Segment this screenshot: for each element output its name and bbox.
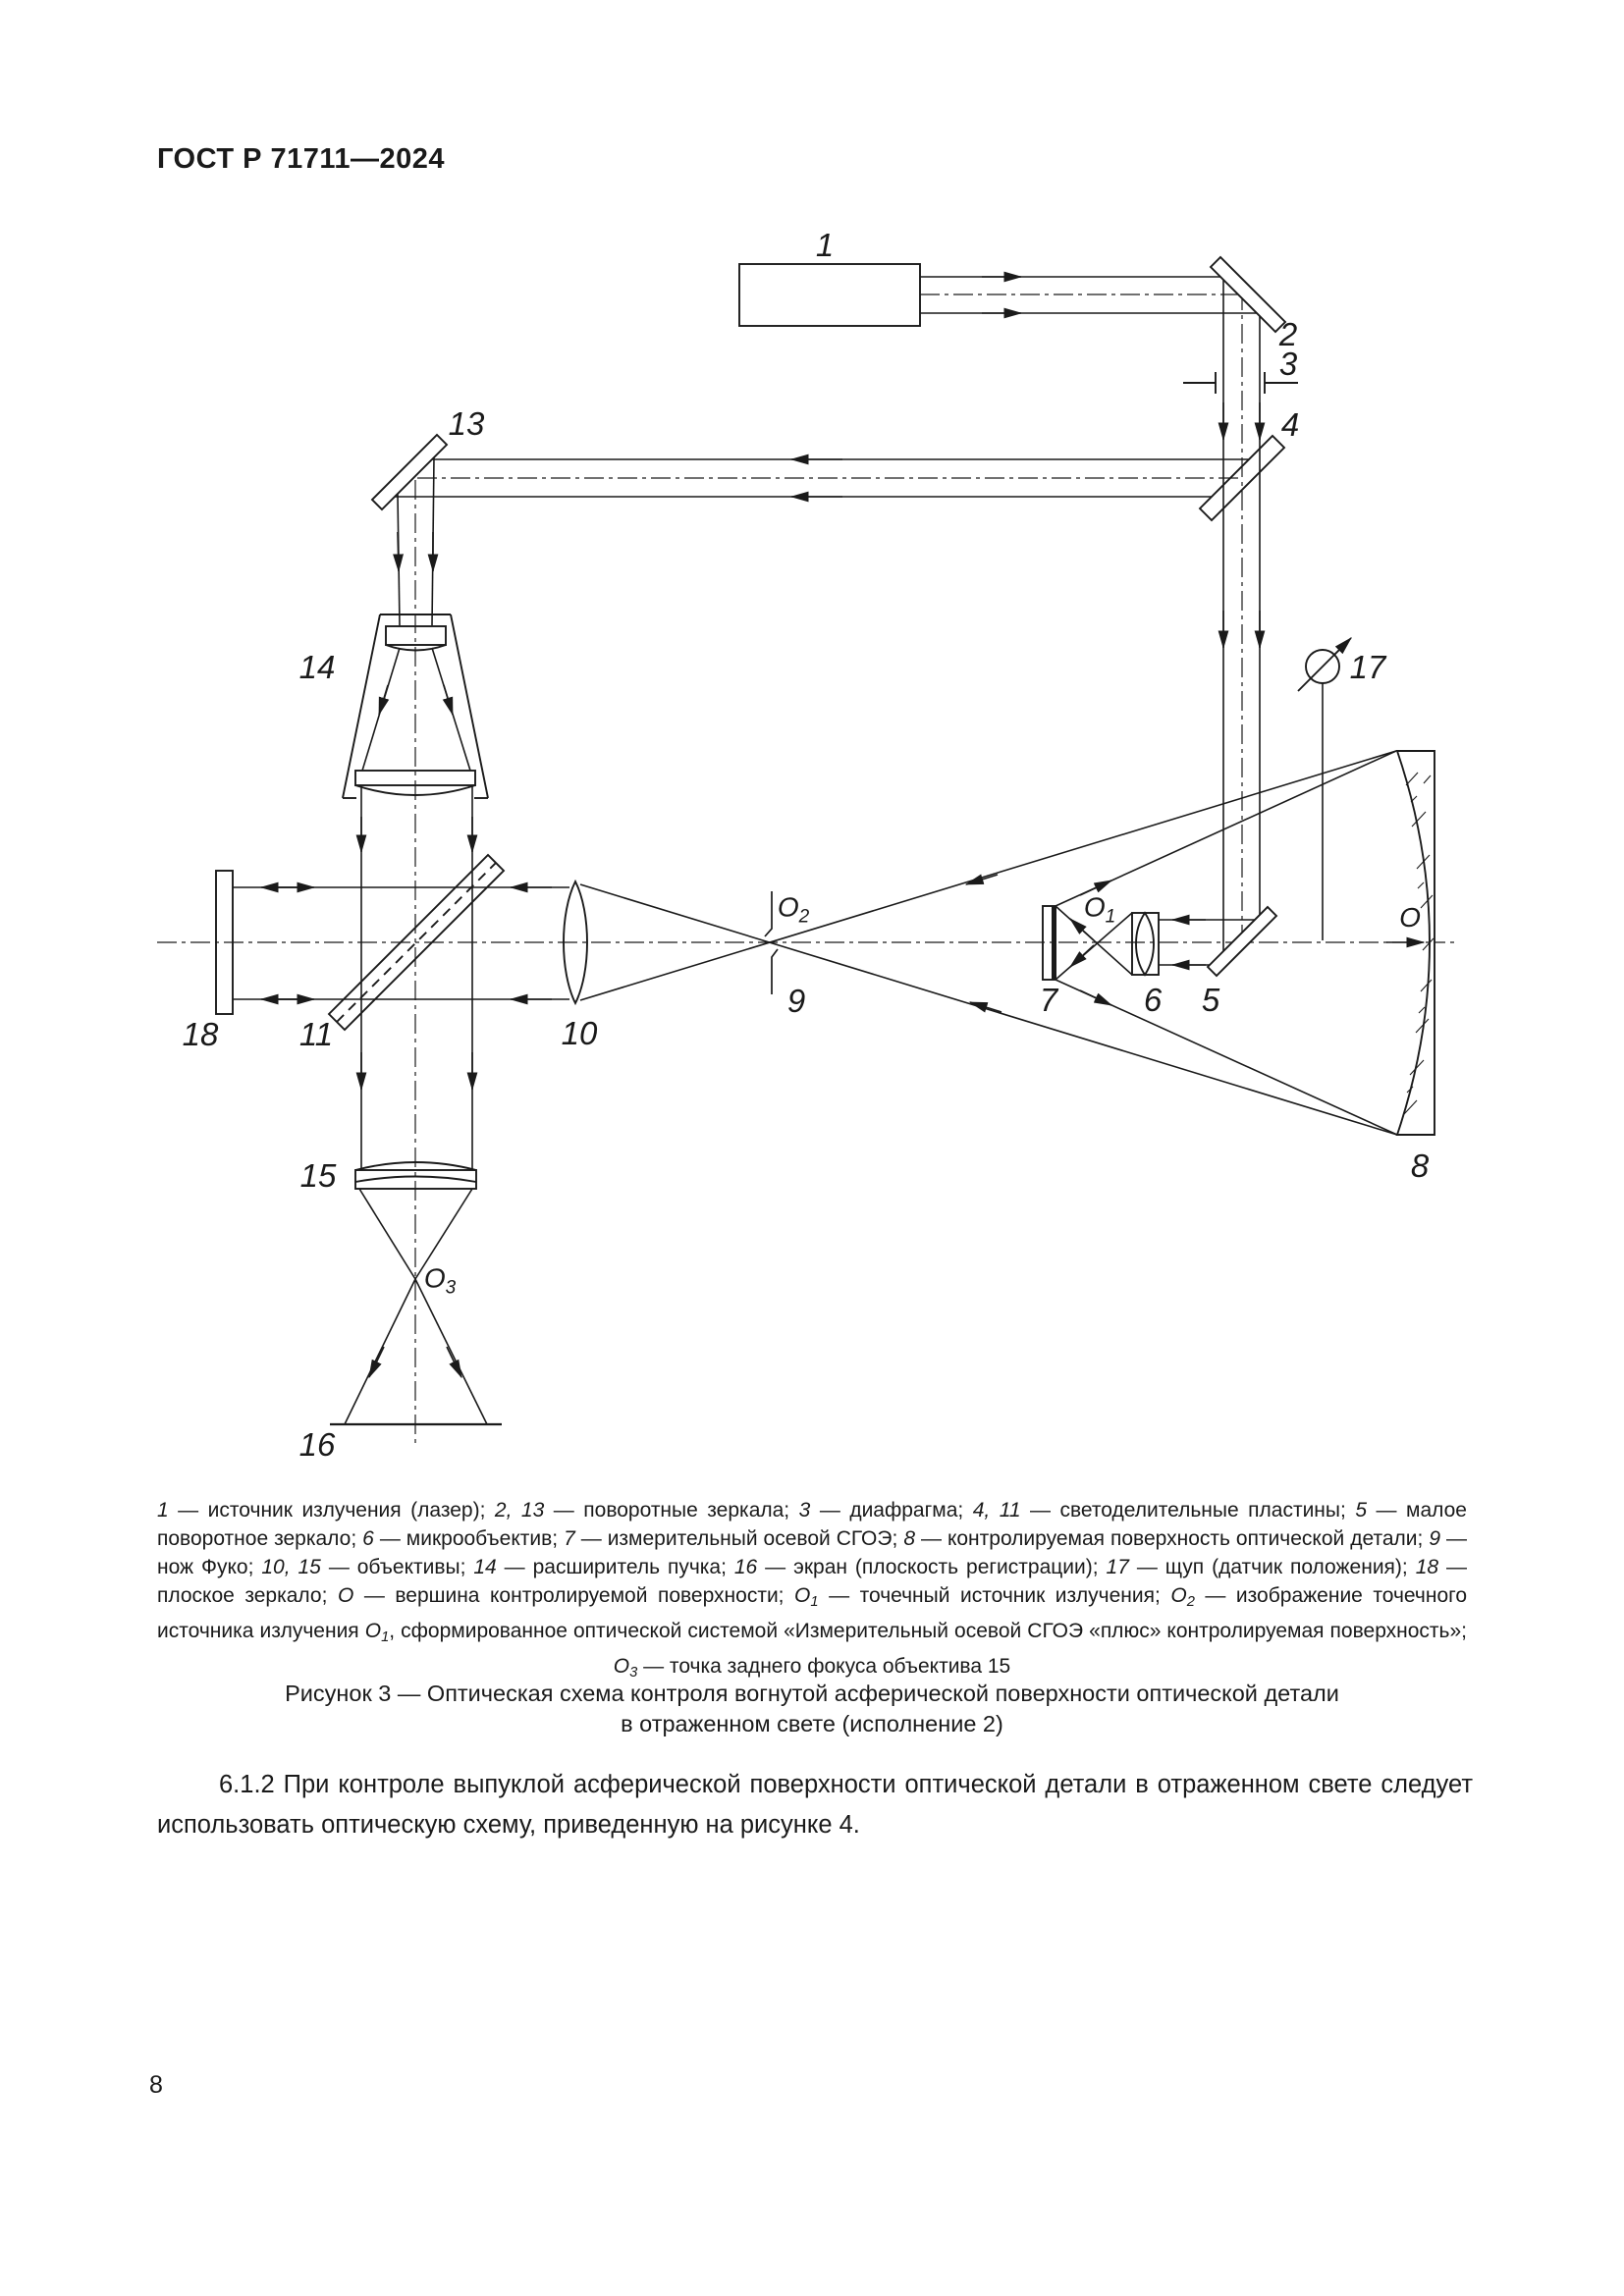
legend-segment: — расширитель пучка; <box>496 1556 734 1578</box>
axial-cgh-7 <box>1042 905 1056 981</box>
legend-segment: — диафрагма; <box>810 1499 973 1522</box>
diagram-label-8: 8 <box>1410 1148 1430 1184</box>
test-surface-8 <box>1395 750 1435 1136</box>
legend-segment: — объективы; <box>320 1556 474 1578</box>
position-probe-17 <box>1297 639 1350 692</box>
diagram-label-5: 5 <box>1201 982 1220 1018</box>
flat-mirror-18 <box>215 870 234 1015</box>
fold-mirror-2 <box>1209 255 1287 334</box>
diagram-label-O1: O1 <box>1083 891 1116 928</box>
figure-legend: 1 — источник излучения (лазер); 2, 13 — … <box>157 1496 1467 1687</box>
legend-segment: 1 <box>381 1629 390 1645</box>
legend-segment: 7 <box>564 1527 575 1550</box>
diagram-label-2: 2 <box>1278 316 1298 352</box>
diagram-label-7: 7 <box>1039 982 1058 1018</box>
legend-segment: 2, 13 <box>494 1499 545 1522</box>
legend-segment: — источник излучения (лазер); <box>168 1499 495 1522</box>
legend-segment: — плоское зеркало; <box>157 1556 1467 1607</box>
fold-mirror-13 <box>370 433 449 511</box>
small-mirror-5 <box>1206 905 1278 978</box>
legend-segment: 9 <box>1429 1527 1441 1550</box>
legend-segment: — точечный источник излучения; <box>818 1584 1171 1607</box>
diagram-label-6: 6 <box>1143 982 1163 1018</box>
diagram-label-18: 18 <box>182 1016 219 1052</box>
diagram-label-11: 11 <box>298 1016 334 1052</box>
legend-segment: — контролируемая поверхность оптической … <box>915 1527 1430 1550</box>
legend-segment: — измерительный осевой СГОЭ; <box>574 1527 904 1550</box>
beam-expander-14 <box>342 614 489 799</box>
legend-segment: 14 <box>473 1556 497 1578</box>
diagram-label-3: 3 <box>1278 346 1298 382</box>
legend-segment: — вершина контролируемой поверхности; <box>353 1584 795 1607</box>
objective-lens-10 <box>563 879 588 1006</box>
legend-segment: 1 <box>157 1499 169 1522</box>
figure-caption-line2: в отраженном свете (исполнение 2) <box>621 1711 1003 1736</box>
diagram-label-16: 16 <box>298 1426 336 1463</box>
legend-segment: 6 <box>362 1527 374 1550</box>
laser-source <box>738 263 921 327</box>
legend-segment: — экран (плоскость регистрации); <box>757 1556 1107 1578</box>
legend-segment: — светоделительные пластины; <box>1020 1499 1356 1522</box>
legend-segment: — микрообъектив; <box>373 1527 565 1550</box>
legend-segment: — щуп (датчик положения); <box>1128 1556 1416 1578</box>
legend-segment: 2 <box>1186 1594 1195 1610</box>
legend-segment: — нож Фуко; <box>157 1527 1467 1578</box>
legend-segment: — точка заднего фокуса объектива 15 <box>637 1655 1011 1678</box>
beamsplitter-11 <box>327 853 506 1032</box>
legend-segment: 10, 15 <box>261 1556 321 1578</box>
legend-segment: 4, 11 <box>972 1499 1021 1522</box>
legend-segment: — изображение точечного источника излуче… <box>157 1584 1467 1642</box>
diagram-label-1: 1 <box>815 227 835 263</box>
legend-segment: O <box>613 1655 630 1678</box>
diagram-label-O3: O3 <box>423 1262 457 1299</box>
beam-arrows <box>259 271 1426 1379</box>
legend-segment: 1 <box>810 1594 819 1610</box>
legend-segment: — малое поворотное зеркало; <box>157 1499 1467 1550</box>
legend-segment: O <box>794 1584 811 1607</box>
figure-caption-line1: Рисунок 3 — Оптическая схема контроля во… <box>285 1681 1339 1706</box>
micro-objective-6 <box>1131 911 1160 977</box>
figure-caption: Рисунок 3 — Оптическая схема контроля во… <box>157 1679 1467 1739</box>
diagram-label-13: 13 <box>448 405 485 442</box>
document-header: ГОСТ Р 71711—2024 <box>157 143 446 175</box>
legend-segment: 18 <box>1415 1556 1439 1578</box>
diagram-label-10: 10 <box>561 1015 598 1051</box>
legend-segment: 17 <box>1106 1556 1129 1578</box>
legend-segment: 3 <box>798 1499 811 1522</box>
legend-segment: 16 <box>733 1556 758 1578</box>
diagram-label-O: O <box>1399 902 1421 933</box>
diagram-label-17: 17 <box>1349 649 1386 685</box>
beamsplitter-4 <box>1198 434 1286 522</box>
objective-lens-15 <box>354 1161 477 1190</box>
page-number: 8 <box>149 2071 163 2099</box>
diagram-label-4: 4 <box>1280 406 1300 443</box>
foucault-knife-9 <box>764 891 779 994</box>
diagram-label-O2: O2 <box>777 891 810 928</box>
legend-segment: O <box>1170 1584 1187 1607</box>
legend-segment: 8 <box>903 1527 915 1550</box>
beam-rays <box>233 276 1398 1425</box>
legend-segment: O <box>337 1584 354 1607</box>
legend-segment: , сформированное оптической системой «Из… <box>389 1620 1467 1642</box>
diagram-label-15: 15 <box>299 1157 337 1194</box>
body-paragraph: 6.1.2 При контроле выпуклой асферической… <box>157 1771 1473 1839</box>
legend-segment: 5 <box>1355 1499 1368 1522</box>
legend-segment: 3 <box>629 1665 638 1681</box>
legend-segment: O <box>364 1620 382 1642</box>
diaphragm-3 <box>1183 372 1298 394</box>
legend-segment: — поворотные зеркала; <box>544 1499 799 1522</box>
diagram-label-14: 14 <box>298 649 336 685</box>
diagram-label-9: 9 <box>786 983 806 1019</box>
